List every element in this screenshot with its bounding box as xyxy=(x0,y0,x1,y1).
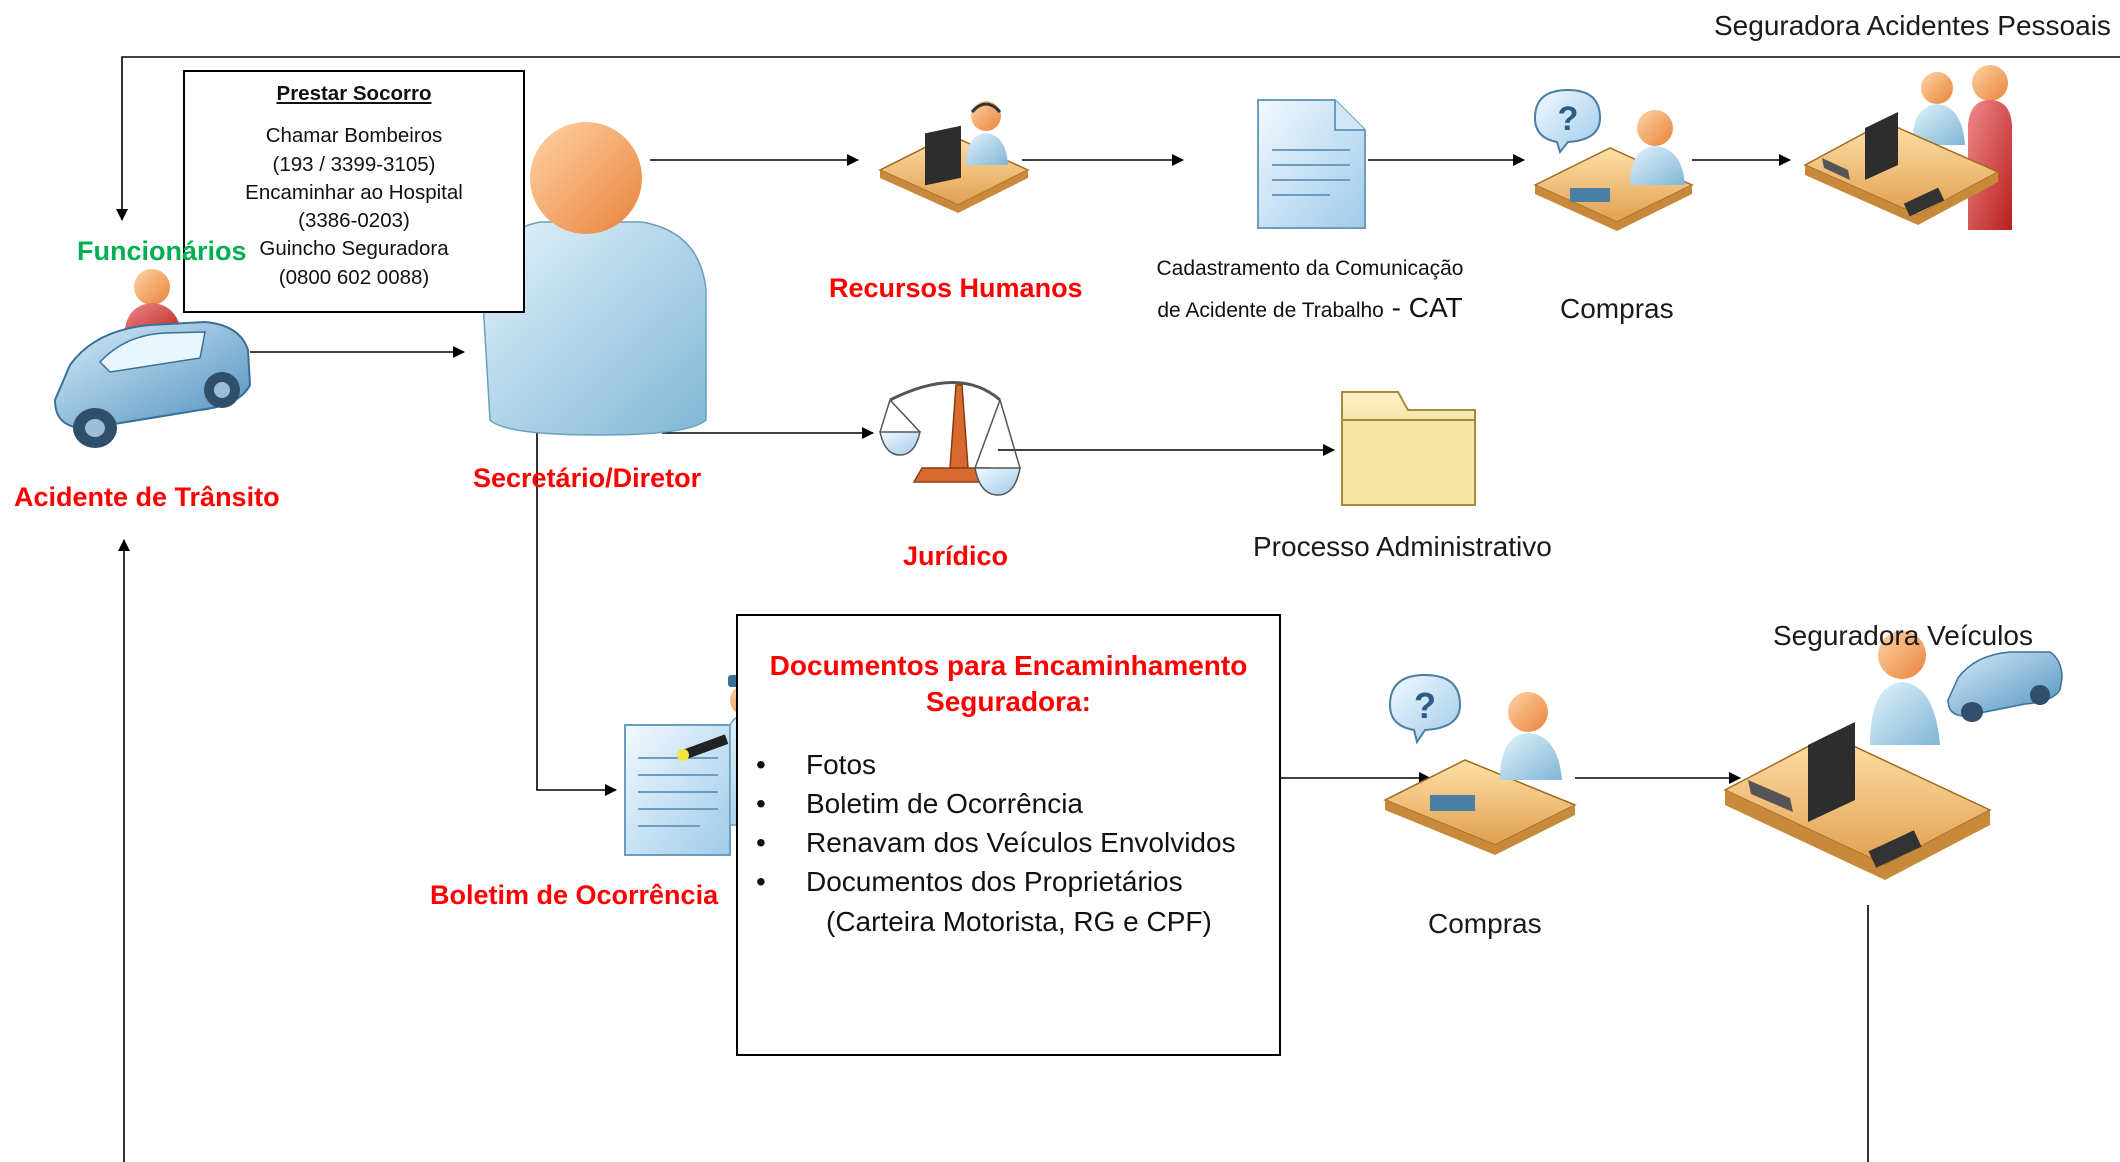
connectors xyxy=(116,56,2120,1162)
label-processo-administrativo: Processo Administrativo xyxy=(1253,531,1552,562)
scales-icon xyxy=(879,381,1021,496)
call-center-icon xyxy=(878,101,1030,213)
person-icon xyxy=(481,122,707,436)
docs-list-item: Fotos xyxy=(738,745,1279,784)
socorro-title: Prestar Socorro xyxy=(276,82,432,105)
docs-list-item: Documentos dos Proprietários xyxy=(738,862,1279,901)
docs-list-item: Boletim de Ocorrência xyxy=(738,784,1279,823)
documentos-box: Documentos para Encaminhamento Segurador… xyxy=(736,614,1281,1056)
socorro-line: Guincho Seguradora xyxy=(259,237,449,261)
cat-line-2-text: de Acidente de Trabalho xyxy=(1157,298,1384,322)
folder-icon xyxy=(1341,391,1476,506)
label-juridico: Jurídico xyxy=(903,541,1009,571)
label-funcionarios: Funcionários xyxy=(77,236,247,266)
label-compras-top: Compras xyxy=(1560,293,1674,324)
socorro-line: (0800 602 0088) xyxy=(278,265,430,289)
document-icon xyxy=(1257,99,1366,229)
label-cat: Cadastramento da Comunicação de Acidente… xyxy=(1150,253,1470,329)
label-boletim-ocorrencia: Boletim de Ocorrência xyxy=(430,880,719,910)
insurance-agent-icon xyxy=(1803,65,2012,230)
label-compras-bottom: Compras xyxy=(1428,908,1542,939)
socorro-line: Encaminhar ao Hospital xyxy=(245,180,463,204)
svg-text:?: ? xyxy=(1558,100,1579,138)
insurance-agent-icon xyxy=(1723,631,1992,880)
docs-list-item: Renavam dos Veículos Envolvidos xyxy=(738,823,1279,862)
small-car-icon xyxy=(1947,651,2063,722)
arrow-director-to-boletim xyxy=(536,400,617,796)
svg-text:?: ? xyxy=(1414,685,1436,726)
socorro-line: (3386-0203) xyxy=(298,209,410,233)
label-secretario-diretor: Secretário/Diretor xyxy=(473,463,702,493)
label-seguradora-veiculos: Seguradora Veículos xyxy=(1773,620,2033,651)
label-seguradora-acidentes: Seguradora Acidentes Pessoais xyxy=(1714,10,2111,41)
prestar-socorro-box: Prestar Socorro Chamar Bombeiros (193 / … xyxy=(183,70,525,313)
socorro-line: (193 / 3399-3105) xyxy=(272,152,436,176)
label-acidente-transito: Acidente de Trânsito xyxy=(14,482,280,512)
cat-line-2: de Acidente de Trabalho - CAT xyxy=(1150,286,1470,329)
socorro-line: Chamar Bombeiros xyxy=(265,124,443,148)
docs-title-line-1: Documentos para Encaminhamento xyxy=(769,650,1248,681)
docs-list: Fotos Boletim de Ocorrência Renavam dos … xyxy=(738,745,1279,902)
help-desk-icon: ? xyxy=(1533,88,1694,231)
cat-line-1: Cadastramento da Comunicação xyxy=(1156,257,1464,280)
docs-title-line-2: Seguradora: xyxy=(926,686,1091,718)
help-desk-icon: ? xyxy=(1383,673,1577,855)
label-recursos-humanos: Recursos Humanos xyxy=(829,273,1083,303)
docs-note: (Carteira Motorista, RG e CPF) xyxy=(826,905,1212,937)
car-icon xyxy=(53,269,252,448)
return-line-top xyxy=(116,56,2120,221)
cat-suffix: - CAT xyxy=(1383,291,1463,323)
